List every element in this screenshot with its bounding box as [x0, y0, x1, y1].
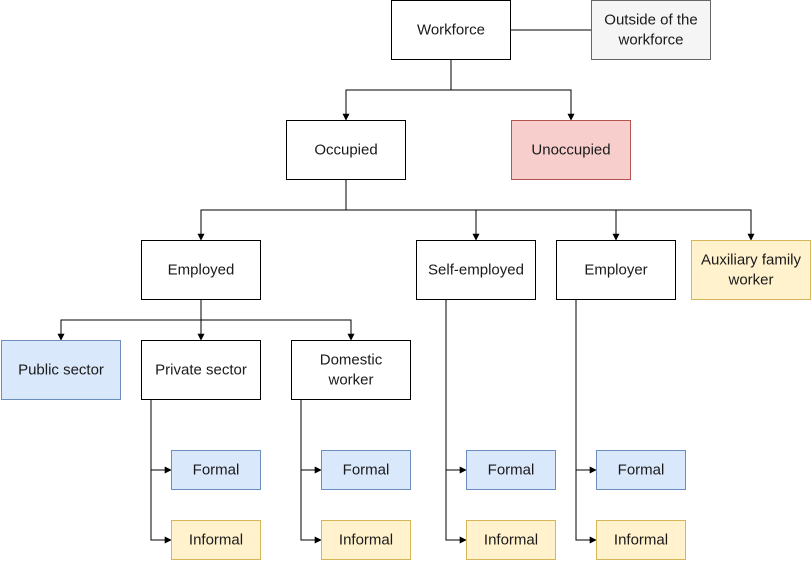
node-label-private-formal: Formal [193, 462, 240, 479]
node-employed: Employed [141, 240, 261, 300]
node-box-occupied [286, 120, 406, 180]
node-box-self-informal [466, 520, 556, 560]
node-employer-formal: Formal [596, 450, 686, 490]
node-private-sector: Private sector [141, 340, 261, 400]
node-private-formal: Formal [171, 450, 261, 490]
node-label-domestic: Domestic [320, 352, 383, 369]
node-box-public-sector [1, 340, 121, 400]
node-workforce: Workforce [391, 0, 511, 60]
node-outside: Outside of the workforce [591, 0, 711, 60]
node-employer: Employer [556, 240, 676, 300]
node-label-outside: workforce [617, 32, 683, 49]
node-label-unoccupied: Unoccupied [531, 142, 610, 159]
node-domestic: Domestic worker [291, 340, 411, 400]
edge-domestic-formal [300, 400, 322, 474]
node-private-informal: Informal [171, 520, 261, 560]
node-label-auxiliary: worker [727, 272, 773, 289]
node-box-workforce [391, 0, 511, 60]
node-box-unoccupied [511, 120, 631, 180]
node-label-employer: Employer [584, 262, 647, 279]
node-unoccupied: Unoccupied [511, 120, 631, 180]
node-public-sector: Public sector [1, 340, 121, 400]
edge-employer-formal [575, 300, 597, 474]
node-label-public-sector: Public sector [18, 362, 104, 379]
edge-private-informal [150, 400, 172, 544]
node-box-private-informal [171, 520, 261, 560]
node-label-outside: Outside of the [604, 12, 697, 29]
connectors [57, 29, 755, 544]
edge-workforce-occupied [342, 60, 452, 121]
edge-self-informal [445, 300, 467, 544]
node-domestic-formal: Formal [321, 450, 411, 490]
edge-occupied-employed [197, 180, 347, 241]
node-label-workforce: Workforce [417, 22, 485, 39]
node-box-self-formal [466, 450, 556, 490]
node-self-informal: Informal [466, 520, 556, 560]
edge-occupied-auxiliary [345, 180, 755, 241]
node-self-formal: Formal [466, 450, 556, 490]
node-label-domestic-formal: Formal [343, 462, 390, 479]
edge-domestic-informal [300, 400, 322, 544]
node-box-employer-informal [596, 520, 686, 560]
node-occupied: Occupied [286, 120, 406, 180]
node-label-domestic-informal: Informal [339, 532, 393, 549]
node-employer-informal: Informal [596, 520, 686, 560]
node-box-self-employed [416, 240, 536, 300]
node-label-private-sector: Private sector [155, 362, 247, 379]
edge-employed-public [57, 300, 202, 341]
node-box-private-formal [171, 450, 261, 490]
node-label-self-informal: Informal [484, 532, 538, 549]
node-box-outside [591, 0, 711, 60]
edge-employer-informal [575, 300, 597, 544]
node-box-domestic-informal [321, 520, 411, 560]
node-box-domestic [291, 340, 411, 400]
node-box-employer [556, 240, 676, 300]
edge-employed-domestic [200, 300, 355, 341]
node-box-employed [141, 240, 261, 300]
node-label-employed: Employed [168, 262, 235, 279]
node-box-employer-formal [596, 450, 686, 490]
edge-self-formal [445, 300, 467, 474]
node-box-private-sector [141, 340, 261, 400]
node-label-self-employed: Self-employed [428, 262, 524, 279]
node-label-domestic: worker [327, 372, 373, 389]
node-label-occupied: Occupied [314, 142, 377, 159]
node-label-self-formal: Formal [488, 462, 535, 479]
edge-workforce-unoccupied [450, 60, 575, 121]
node-self-employed: Self-employed [416, 240, 536, 300]
node-box-auxiliary [691, 240, 811, 300]
edge-private-formal [150, 400, 172, 474]
node-label-auxiliary: Auxiliary family [701, 252, 802, 269]
node-label-employer-informal: Informal [614, 532, 668, 549]
node-domestic-informal: Informal [321, 520, 411, 560]
node-box-domestic-formal [321, 450, 411, 490]
node-auxiliary: Auxiliary family worker [691, 240, 811, 300]
node-label-private-informal: Informal [189, 532, 243, 549]
node-label-employer-formal: Formal [618, 462, 665, 479]
